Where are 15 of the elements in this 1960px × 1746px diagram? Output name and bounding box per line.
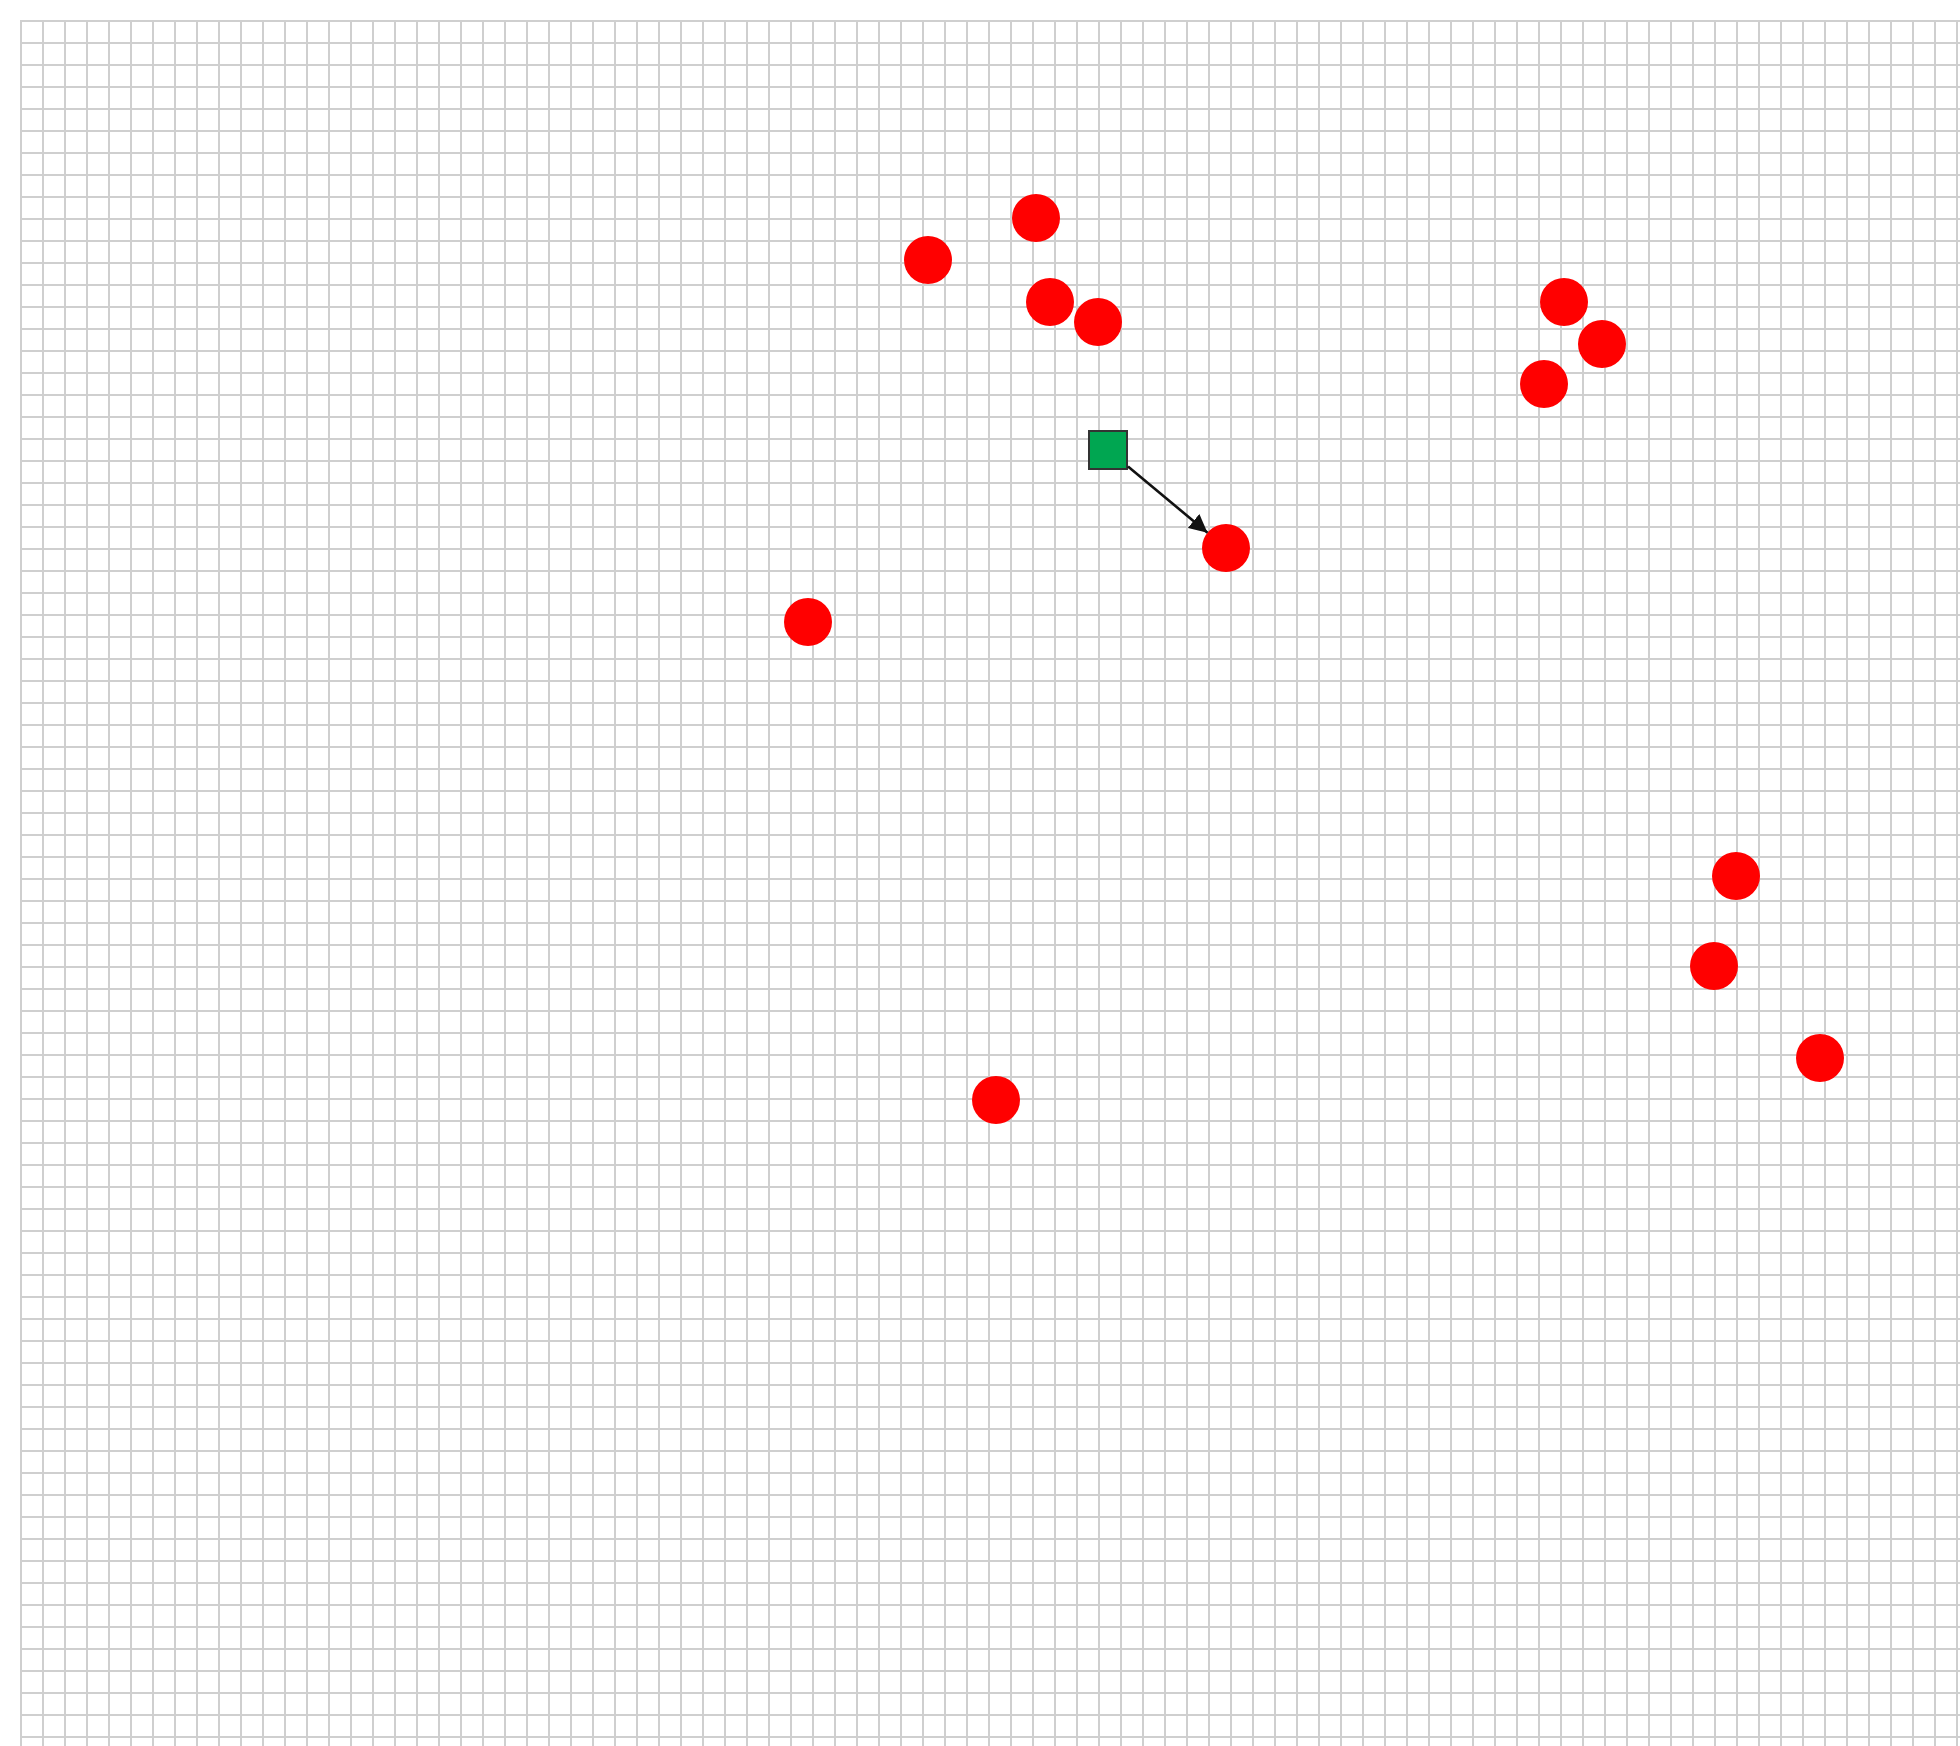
dot-marker	[1520, 360, 1568, 408]
dot-marker	[904, 236, 952, 284]
arrow	[1127, 465, 1209, 534]
dot-marker	[1578, 320, 1626, 368]
dot-marker	[1074, 298, 1122, 346]
dot-marker	[784, 598, 832, 646]
dot-marker	[1690, 942, 1738, 990]
dot-marker	[1202, 524, 1250, 572]
dot-marker	[1540, 278, 1588, 326]
dot-marker	[1796, 1034, 1844, 1082]
dot-marker	[972, 1076, 1020, 1124]
dot-marker	[1026, 278, 1074, 326]
dot-marker	[1712, 852, 1760, 900]
dot-marker	[1012, 194, 1060, 242]
square-marker	[1088, 430, 1128, 470]
